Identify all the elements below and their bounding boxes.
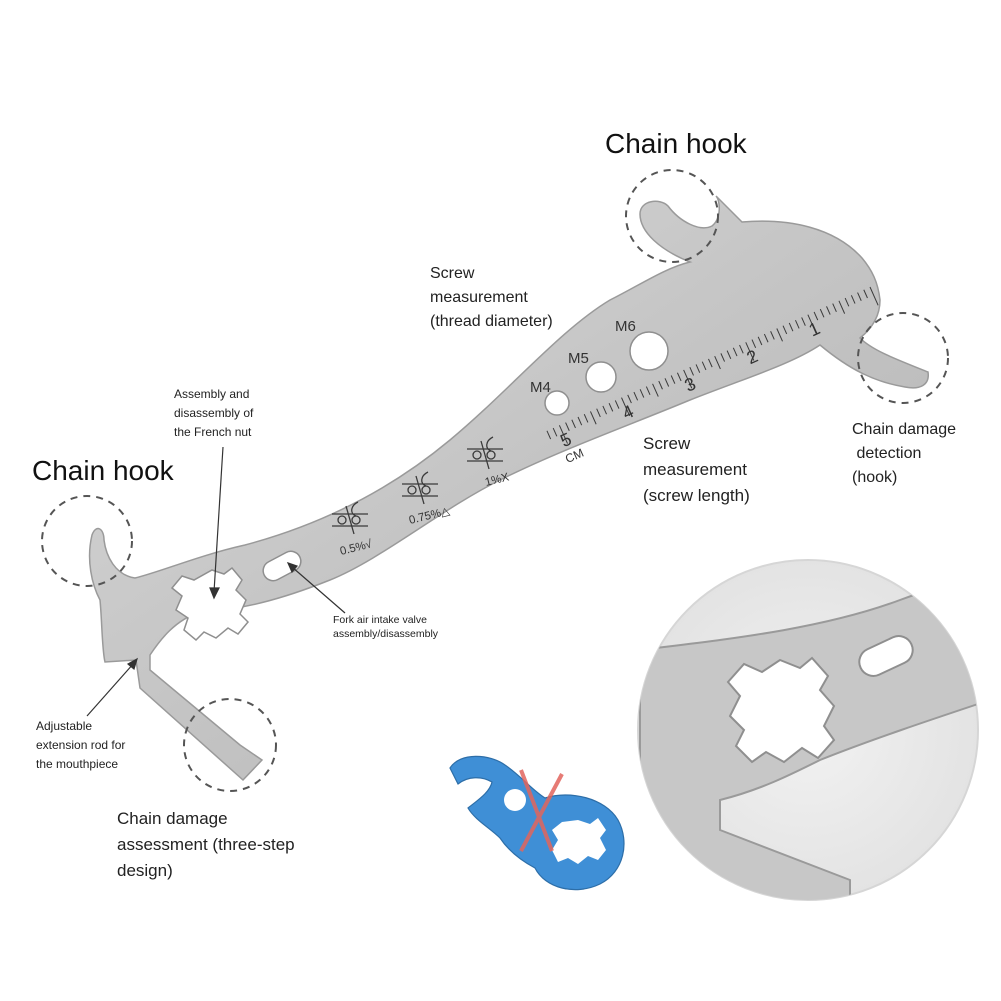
- ruler-tick: [844, 297, 850, 307]
- ruler-tick: [552, 427, 558, 437]
- ruler-tick: [788, 322, 794, 332]
- chain-wear-icon-2: [402, 471, 438, 505]
- french-nut-label: Assembly and disassembly of the French n…: [174, 387, 254, 439]
- ruler-tick: [751, 339, 757, 348]
- ruler-tick: [621, 397, 631, 417]
- ruler-tick: [857, 292, 862, 301]
- chain-hook-top-callout: [625, 169, 719, 263]
- m6-hole: [629, 331, 669, 371]
- ruler-tick: [720, 353, 726, 362]
- chain-hook-left-callout: [41, 495, 133, 587]
- ruler-tick: [589, 411, 597, 425]
- ruler-tick: [602, 405, 607, 415]
- ruler-tick: [745, 342, 755, 361]
- chain-wear-icon-3: [467, 436, 503, 470]
- ruler-tick: [652, 383, 659, 397]
- ruler-tick: [757, 336, 763, 346]
- tool-body: [88, 195, 929, 782]
- fork-valve-pointer-arrow: [286, 562, 299, 574]
- chain-damage-detection-label: Chain damage detection (hook): [852, 421, 957, 486]
- ruler-tick: [869, 286, 879, 306]
- ruler-tick: [863, 289, 868, 299]
- red-cross-icon: [519, 769, 564, 852]
- thread-m6-label: M6: [615, 318, 636, 335]
- ruler-tick: [726, 350, 732, 360]
- ruler-tick: [558, 425, 568, 444]
- ruler-tick: [826, 306, 831, 315]
- ruler-tick: [819, 308, 825, 318]
- blue-tool-gear-hole: [552, 818, 606, 864]
- ruler-tick: [813, 311, 819, 321]
- wear-level-3: 1%X: [484, 471, 511, 489]
- ruler-tick: [577, 416, 583, 426]
- ruler-tick: [832, 303, 837, 313]
- chain-damage-hook-callout: [857, 312, 949, 404]
- ruler-tick: [614, 400, 620, 409]
- ruler-tick: [801, 317, 806, 326]
- ruler-tick: [639, 389, 645, 398]
- ruler-tick: [850, 295, 856, 304]
- ruler-tick: [794, 319, 800, 329]
- ruler-tick: [658, 380, 663, 390]
- ruler-tick: [807, 314, 817, 334]
- thread-m4-label: M4: [530, 379, 551, 396]
- ruler-tick: [708, 358, 713, 368]
- m4-hole: [544, 390, 570, 416]
- ruler-tick: [583, 414, 589, 423]
- ruler-tick: [596, 408, 601, 418]
- ruler-tick: [608, 402, 614, 412]
- ruler-tick: [739, 344, 744, 354]
- ruler-tick: [838, 300, 846, 314]
- ruler-tick: [701, 361, 707, 371]
- ruler-tick: [676, 372, 682, 382]
- chain-assessment-label: Chain damage assessment (three-step desi…: [117, 809, 295, 880]
- zoom-inset-detail: [639, 573, 978, 900]
- ruler-tick: [714, 355, 721, 370]
- screw-thread-label: Screw measurement (thread diameter): [430, 265, 553, 330]
- ruler-tick: [565, 422, 570, 431]
- chain-assessment-callout: [183, 698, 277, 792]
- blue-tool-small-hole: [504, 789, 526, 811]
- thread-m5-label: M5: [568, 350, 589, 367]
- ruler-ticks: [546, 286, 879, 444]
- ruler-tick: [546, 430, 552, 440]
- ruler-tick: [664, 378, 670, 387]
- ruler-tick: [776, 328, 783, 342]
- fork-valve-pointer: [291, 566, 346, 614]
- chain-hook-left-label: Chain hook: [32, 455, 174, 486]
- zoom-fork-valve-slot: [858, 635, 914, 677]
- m5-hole: [585, 361, 617, 393]
- french-nut-pointer: [213, 446, 224, 593]
- ruler-tick: [645, 386, 651, 395]
- ruler-tick: [627, 394, 632, 404]
- ruler-tick: [683, 369, 693, 389]
- fork-valve-label: Fork air intake valve assembly/disassemb…: [333, 614, 439, 640]
- ruler-tick: [670, 375, 676, 384]
- screw-length-label: Screw measurement (screw length): [643, 434, 750, 505]
- fork-valve-slot: [262, 550, 302, 582]
- ruler-tick: [695, 364, 701, 373]
- ruler-unit-label: CM: [563, 446, 586, 466]
- ruler-tick: [732, 347, 738, 357]
- french-nut-hole: [170, 566, 250, 642]
- ruler-tick: [571, 419, 576, 429]
- ruler-tick: [782, 325, 788, 335]
- ruler-tick: [689, 367, 694, 376]
- ruler-tick: [770, 331, 775, 340]
- french-nut-pointer-arrow: [209, 587, 220, 600]
- extension-rod-pointer-arrow: [126, 657, 138, 671]
- extension-rod-pointer: [86, 662, 135, 717]
- ruler-tick: [763, 333, 769, 343]
- zoom-french-nut-hole: [726, 656, 836, 764]
- chain-hook-top-label: Chain hook: [605, 128, 747, 159]
- chain-wear-icon-1: [332, 501, 368, 535]
- ruler-tick: [633, 391, 639, 401]
- extension-rod-label: Adjustable extension rod for the mouthpi…: [36, 719, 126, 771]
